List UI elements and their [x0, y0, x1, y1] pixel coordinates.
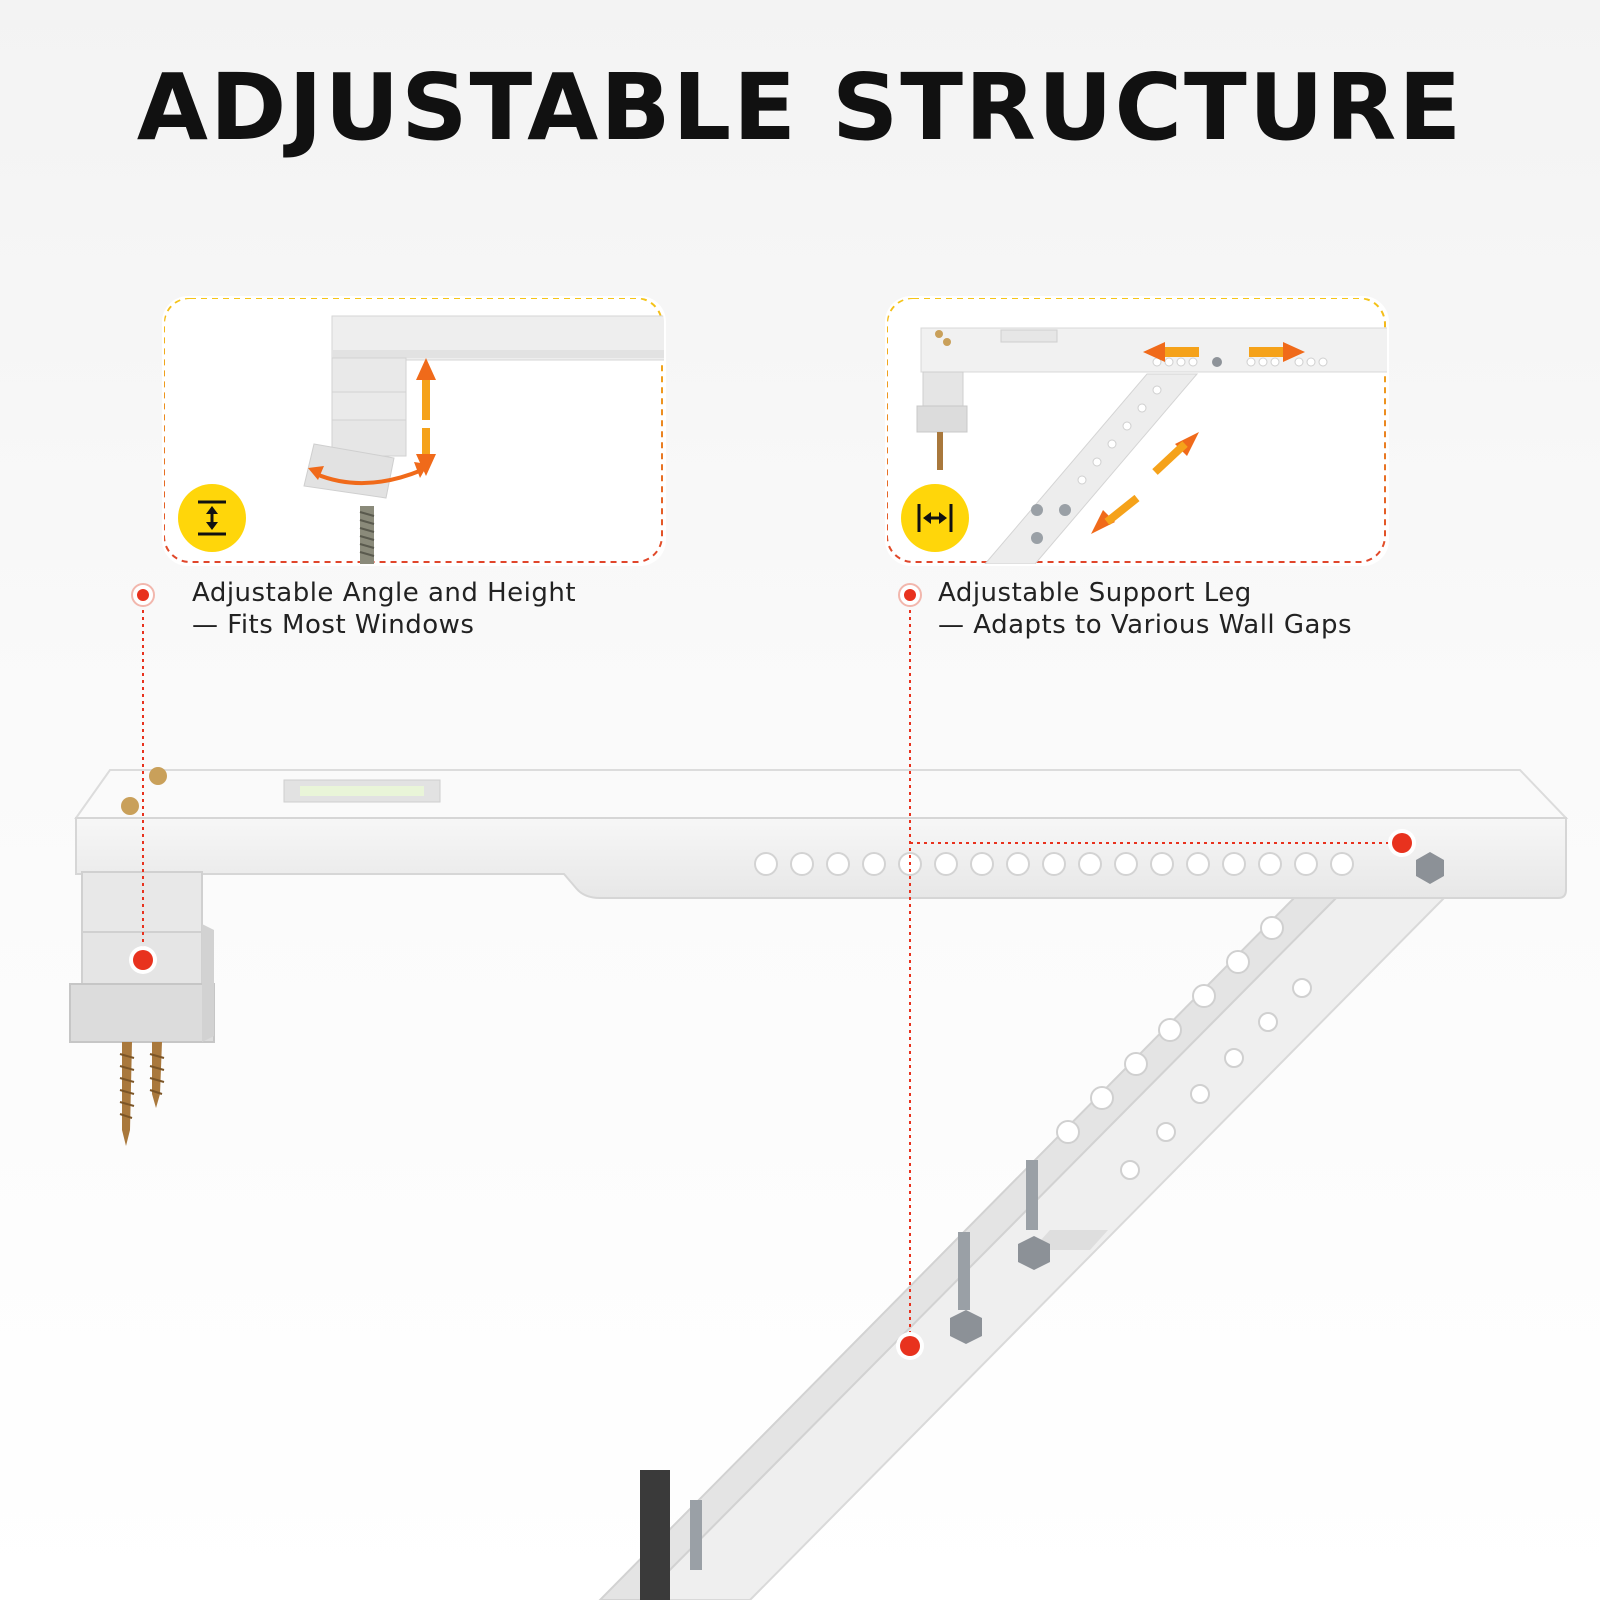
- detail-panel-support-leg: [885, 296, 1389, 566]
- callout-marker-clamp: [129, 946, 157, 974]
- rotate-arrow-icon: [308, 462, 428, 486]
- feature-caption-line1: Adjustable Support Leg: [938, 578, 1252, 608]
- callout-marker-leg: [896, 1332, 924, 1360]
- callout-marker-top-right: [898, 583, 922, 607]
- slide-arrows-icon: [1091, 342, 1305, 534]
- callout-leaders: [142, 596, 1402, 1346]
- callout-marker-top-left: [131, 583, 155, 607]
- angle-height-closeup: [303, 315, 664, 564]
- support-leg-closeup: [916, 327, 1387, 564]
- panel-dashed-border: [164, 298, 663, 563]
- feature-caption-support-leg: Adjustable Support Leg — Adapts to Vario…: [938, 577, 1352, 641]
- window-clamp: [69, 871, 215, 1146]
- feature-caption-line1: Adjustable Angle and Height: [192, 578, 577, 608]
- detail-panel-angle-height: [162, 296, 666, 566]
- page-title: ADJUSTABLE STRUCTURE: [136, 54, 1464, 161]
- feature-caption-line2: — Fits Most Windows: [192, 610, 475, 640]
- feature-caption-angle-height: Adjustable Angle and Height — Fits Most …: [192, 577, 576, 641]
- support-leg: [598, 891, 1453, 1600]
- vertical-adjust-icon: [178, 484, 246, 552]
- callout-marker-arm: [1388, 829, 1416, 857]
- horizontal-arm: [74, 767, 1569, 899]
- feature-caption-line2: — Adapts to Various Wall Gaps: [938, 610, 1353, 640]
- horizontal-adjust-icon: [901, 484, 969, 552]
- panel-dashed-border: [887, 298, 1386, 563]
